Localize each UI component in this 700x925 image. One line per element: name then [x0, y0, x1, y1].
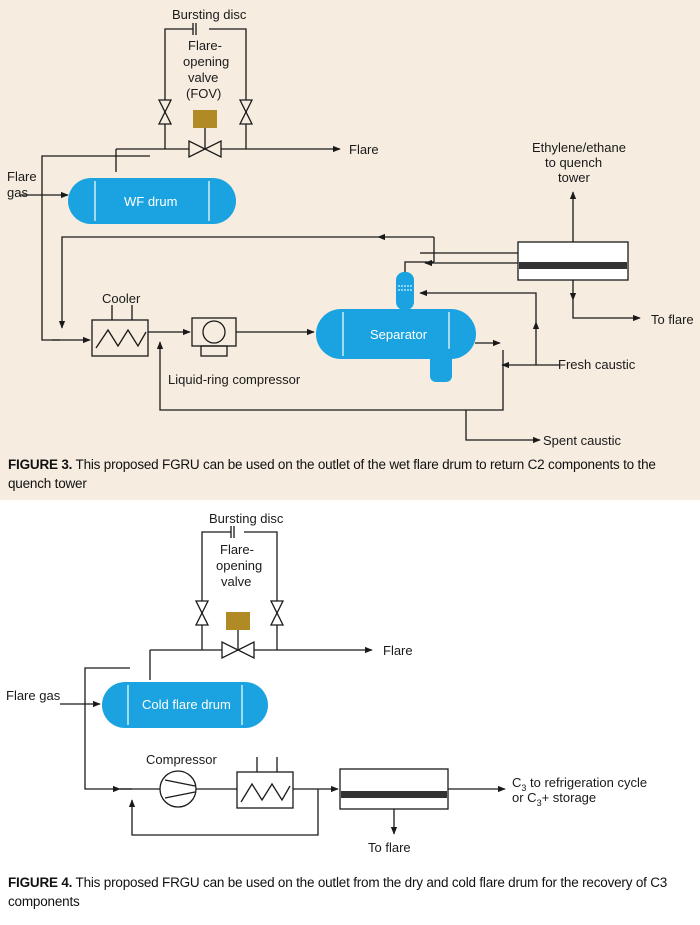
label-c3-line-2: or C3+ storage	[512, 790, 596, 808]
manual-valve-left	[194, 600, 210, 615]
figure-3-diagram: Bursting disc Flare- opening valve (FOV)…	[7, 7, 694, 448]
spent-caustic-line	[465, 410, 541, 444]
label-wf-drum: WF drum	[124, 194, 177, 209]
label-fov-3: valve	[188, 70, 218, 85]
figure-4-caption: FIGURE 4. This proposed FRGU can be used…	[8, 873, 698, 911]
return-line	[156, 341, 504, 411]
label-compressor: Compressor	[146, 752, 217, 767]
cold-flare-drum	[102, 682, 268, 728]
label-ethylene-2: to quench	[545, 155, 602, 170]
cooler	[236, 771, 294, 809]
bursting-disc-line	[164, 28, 247, 100]
label-flare-gas: Flare gas	[6, 688, 61, 703]
label-fov-1: Flare-	[188, 38, 222, 53]
flare-opening-valve	[221, 640, 240, 660]
figure-4-caption-text: This proposed FRGU can be used on the ou…	[8, 875, 668, 909]
label-to-flare: To flare	[368, 840, 411, 855]
label-to-flare: To flare	[651, 312, 694, 327]
flare-opening-valve	[188, 139, 207, 159]
label-separator: Separator	[370, 327, 428, 342]
label-cooler: Cooler	[102, 291, 141, 306]
separator-vessel	[316, 309, 476, 359]
drum-outlet-line	[84, 667, 130, 793]
label-flare-gas-1: Flare	[7, 169, 37, 184]
label-fresh-caustic: Fresh caustic	[558, 357, 636, 372]
label-ethylene-3: tower	[558, 170, 590, 185]
manual-valve-right	[269, 600, 285, 615]
label-bursting-disc: Bursting disc	[172, 7, 247, 22]
absorber-column	[339, 768, 449, 810]
cooler	[91, 319, 149, 357]
manual-valve-right	[238, 99, 254, 114]
scrubber-tower	[517, 241, 629, 281]
figure-4-diagram: Bursting disc Flare- opening valve Flare…	[6, 511, 647, 855]
label-fov-3: valve	[221, 574, 251, 589]
drum-outlet-line	[41, 155, 150, 341]
figure-3-panel: Bursting disc Flare- opening valve (FOV)…	[0, 0, 700, 500]
to-flare-line	[572, 300, 641, 322]
label-fov-2: opening	[183, 54, 229, 69]
label-c3-line-1: C3 to refrigeration cycle	[512, 775, 647, 793]
bursting-disc-line	[201, 531, 278, 601]
figure-3-caption: FIGURE 3. This proposed FGRU can be used…	[8, 455, 698, 493]
label-flare: Flare	[383, 643, 413, 658]
separator-boot	[396, 272, 414, 310]
label-fov-2: opening	[216, 558, 262, 573]
liquid-ring-compressor	[191, 317, 237, 347]
label-spent-caustic: Spent caustic	[543, 433, 622, 448]
recycle-line	[128, 789, 319, 836]
recycle-line	[58, 236, 378, 329]
compressor	[159, 770, 197, 808]
label-flare: Flare	[349, 142, 379, 157]
label-bursting-disc: Bursting disc	[209, 511, 284, 526]
figure-4-caption-number: FIGURE 4.	[8, 875, 73, 890]
label-liquid-ring-compressor: Liquid-ring compressor	[168, 372, 301, 387]
fov-actuator	[193, 110, 217, 128]
figure-3-caption-number: FIGURE 3.	[8, 457, 73, 472]
label-flare-gas-2: gas	[7, 185, 28, 200]
label-ethylene-1: Ethylene/ethane	[532, 140, 626, 155]
label-fov-1: Flare-	[220, 542, 254, 557]
manual-valve-left	[157, 99, 173, 114]
fov-actuator	[226, 612, 250, 630]
figure-3-caption-text: This proposed FGRU can be used on the ou…	[8, 457, 656, 491]
figure-4-panel: Bursting disc Flare- opening valve Flare…	[0, 502, 700, 925]
label-cold-flare-drum: Cold flare drum	[142, 697, 231, 712]
label-fov-4: (FOV)	[186, 86, 221, 101]
wf-drum	[68, 178, 236, 224]
